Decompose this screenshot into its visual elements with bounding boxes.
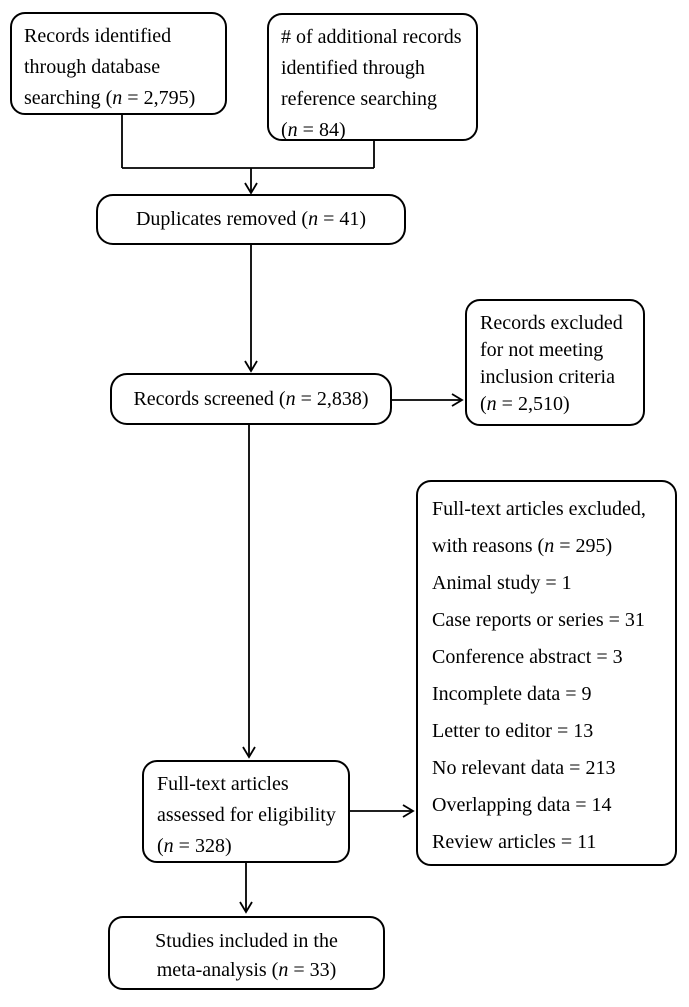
box-duplicates-removed: Duplicates removed (n = 41) — [96, 194, 406, 245]
arrowhead-fulltext — [242, 746, 256, 759]
box-text-line: Full-text articles excluded, — [432, 498, 646, 520]
arrowhead-duplicates — [244, 182, 258, 195]
box-text-line: # of additional records — [281, 26, 462, 48]
arrowhead-fulltext-excluded — [402, 804, 415, 818]
box-text-line: through database — [24, 56, 161, 78]
box-text-line: for not meeting — [480, 339, 604, 361]
box-fulltext-excluded-reasons: Full-text articles excluded, with reasons… — [416, 480, 677, 866]
box-text-line: Full-text articles — [157, 773, 289, 795]
box-text-line: Studies included in the — [155, 930, 338, 952]
box-text-line: Records excluded — [480, 312, 623, 334]
box-records-excluded: Records excluded for not meeting inclusion… — [465, 299, 645, 426]
box-text-line: Conference abstract = 3 — [432, 646, 623, 668]
box-fulltext-assessed: Full-text articles assessed for eligibili… — [142, 760, 350, 863]
box-studies-included: Studies included in the meta-analysis (n … — [108, 916, 385, 990]
box-text-line: inclusion criteria — [480, 366, 615, 388]
box-text-line: assessed for eligibility — [157, 804, 336, 826]
box-text-line: Records identified — [24, 25, 172, 47]
box-text-line: with reasons (n = 295) — [432, 535, 613, 557]
box-text-line: meta-analysis (n = 33) — [156, 959, 337, 981]
box-text-line: Letter to editor = 13 — [432, 720, 594, 742]
box-text-line: Review articles = 11 — [432, 831, 597, 853]
box-text-line: Overlapping data = 14 — [432, 794, 612, 816]
box-additional-records-reference: # of additional records identified throug… — [267, 13, 478, 141]
arrowhead-screened — [244, 360, 258, 373]
box-text-line: (n = 328) — [157, 835, 232, 857]
box-text-line: identified through — [281, 57, 425, 79]
arrowhead-included — [239, 901, 253, 914]
box-text-line: Duplicates removed (n = 41) — [135, 208, 367, 230]
box-text-line: Animal study = 1 — [432, 572, 572, 594]
arrowhead-records-excluded — [451, 393, 464, 407]
box-text-line: (n = 84) — [281, 119, 346, 141]
box-records-screened: Records screened (n = 2,838) — [110, 373, 392, 425]
box-text-line: Case reports or series = 31 — [432, 609, 645, 631]
box-text-line: No relevant data = 213 — [432, 757, 616, 779]
box-records-identified-database: Records identified through database search… — [10, 12, 227, 115]
box-text-line: Records screened (n = 2,838) — [133, 387, 369, 410]
box-text-line: reference searching — [281, 88, 437, 110]
box-text-line: Incomplete data = 9 — [432, 683, 592, 705]
box-text-line: searching (n = 2,795) — [24, 87, 196, 109]
box-text-line: (n = 2,510) — [480, 393, 570, 415]
